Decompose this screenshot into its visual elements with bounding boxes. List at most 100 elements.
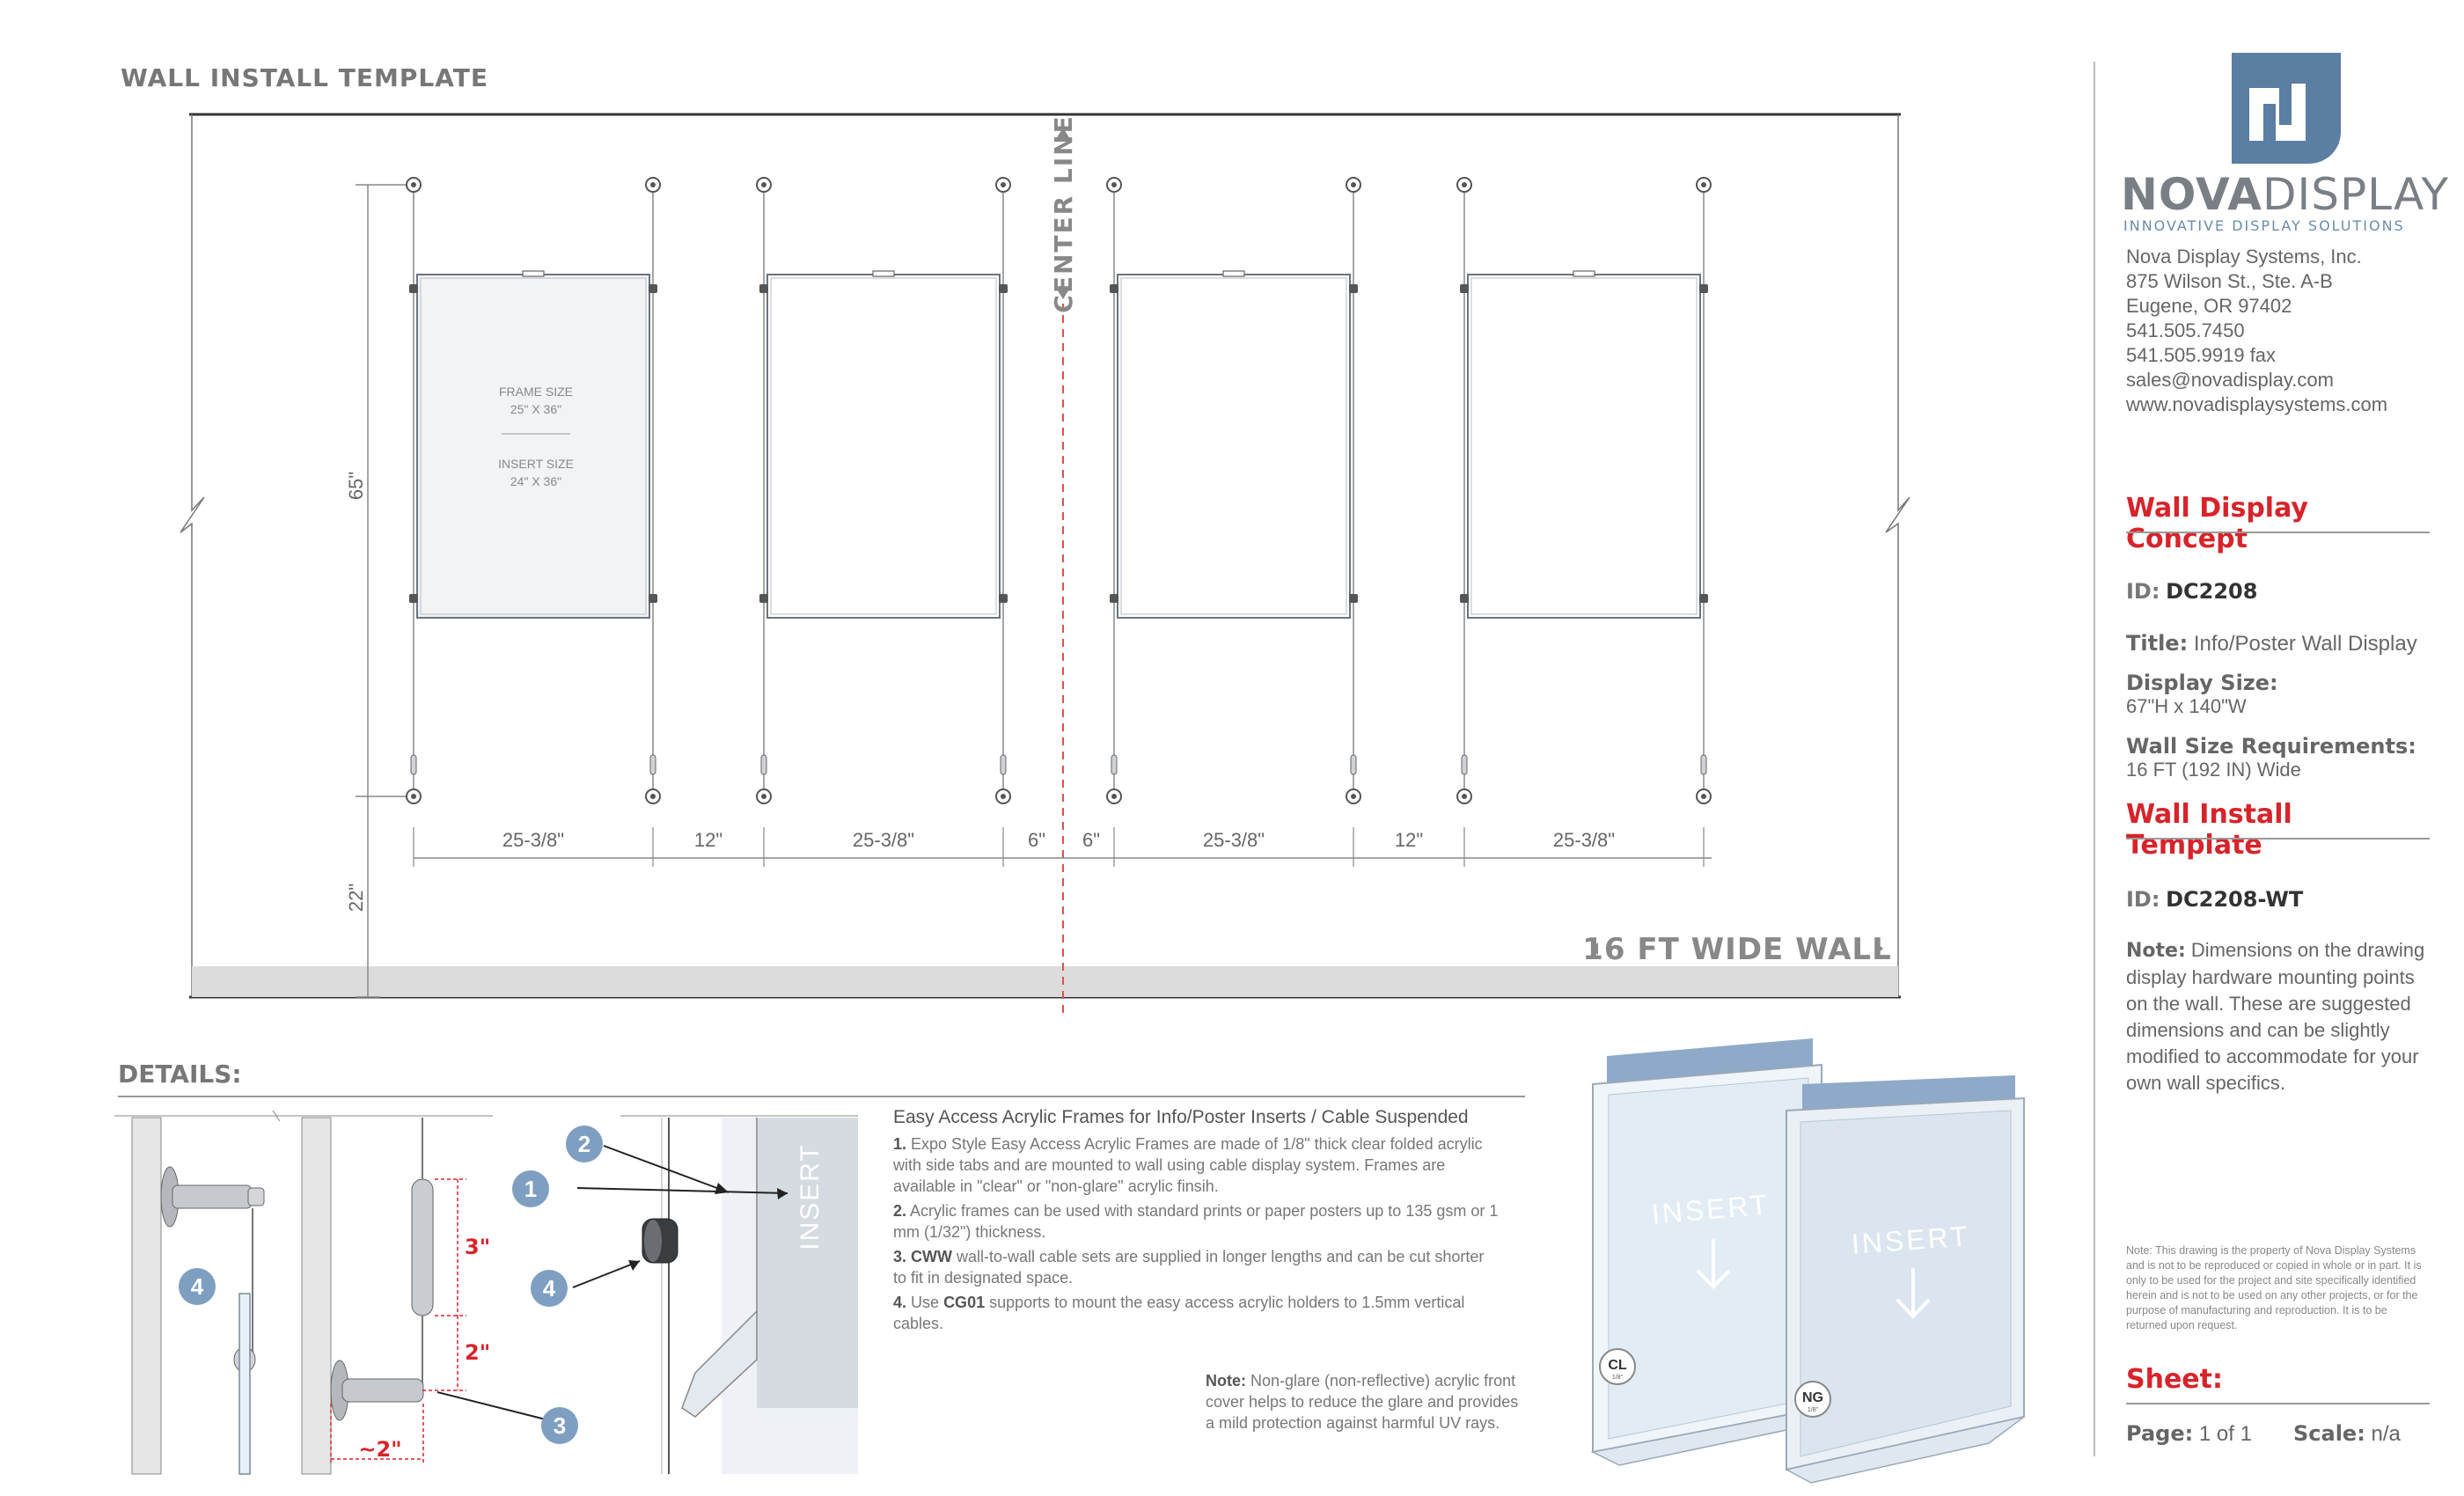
- template-id-row: ID: DC2208-WT: [2126, 887, 2304, 912]
- cl-badge-label: CL: [1608, 1358, 1627, 1373]
- sidebar: Nova Display Systems, Inc.875 Wilson St.…: [2126, 245, 2430, 417]
- height-dim-label: 65": [345, 472, 367, 500]
- spacing-dim-label: 25-3/8": [853, 829, 914, 851]
- cable-gripper: [1461, 754, 1468, 775]
- spacing-dim-label: 12": [694, 829, 722, 851]
- ng-badge-label: NG: [1802, 1390, 1823, 1405]
- cable-gripper: [649, 754, 656, 775]
- spacing-dim-label: 25-3/8": [1203, 829, 1265, 851]
- display-size-row: Display Size: 67"H x 140"W: [2126, 671, 2278, 717]
- template-title: WALL INSTALL TEMPLATE: [121, 63, 488, 92]
- address-line: 875 Wilson St., Ste. A-B: [2126, 270, 2333, 292]
- spacing-dim-label: 6": [1028, 829, 1045, 851]
- detail-standoff-side: [114, 1110, 290, 1475]
- template-id: DC2208-WT: [2166, 887, 2304, 912]
- spacing-dim-label: 25-3/8": [1553, 829, 1615, 851]
- concept-section: Wall Display Concept ID: DC2208 Title: I…: [2126, 493, 2430, 781]
- details-note: Note: Non-glare (non-reflective) acrylic…: [1206, 1372, 1519, 1432]
- details-text: Easy Access Acrylic Frames for Info/Post…: [893, 1107, 1500, 1334]
- nova-logo-icon: [2232, 53, 2341, 164]
- spacing-dim-label: 12": [1395, 829, 1423, 851]
- acrylic-frame: [766, 274, 1001, 619]
- brand-bold: NOVA: [2121, 169, 2262, 220]
- frame-clip: [1349, 594, 1358, 603]
- address-line: Nova Display Systems, Inc.: [2126, 246, 2362, 268]
- frame-clip: [1699, 594, 1708, 603]
- spacing-dimensions: 25-3/8"12"25-3/8"6"6"25-3/8"12"25-3/8": [498, 828, 1619, 853]
- detail-dim-3: 3": [465, 1235, 490, 1259]
- frame-clip: [409, 284, 418, 293]
- template-note: Note: Dimensions on the drawing display …: [2126, 939, 2425, 1094]
- ng-thickness-label: 1/8": [1808, 1407, 1819, 1413]
- acrylic-frame: [1117, 274, 1351, 619]
- cable-gripper: [1350, 754, 1357, 775]
- frame-clip: [409, 594, 418, 603]
- center-line-marker: CENTER LINE: [1049, 114, 1078, 313]
- frame-clip: [1460, 284, 1469, 293]
- wall-width-marker: 16 FT WIDE WALL: [1582, 932, 1891, 967]
- acrylic-frame: [1467, 274, 1701, 619]
- sheet-section: Sheet: Page: 1 of 1 Scale: n/a: [2126, 1364, 2430, 1447]
- frame-size-label: FRAME SIZE: [499, 385, 573, 399]
- details-item-1: 1. Expo Style Easy Access Acrylic Frames…: [893, 1135, 1483, 1195]
- product-frame-nonglare: INSERT NG 1/8": [1784, 1075, 2025, 1484]
- address-line[interactable]: www.novadisplaysystems.com: [2126, 393, 2388, 415]
- wall-req-row: Wall Size Requirements: 16 FT (192 IN) W…: [2126, 734, 2416, 781]
- center-line-label: CENTER LINE: [1049, 114, 1078, 312]
- page-scale-row: Page: 1 of 1 Scale: n/a: [2126, 1421, 2401, 1446]
- height-dimension: [356, 184, 414, 998]
- frame-clip: [759, 284, 768, 293]
- frame-size-value: 25" X 36": [510, 402, 561, 416]
- svg-text:1: 1: [524, 1176, 537, 1202]
- concept-rule: [2126, 532, 2430, 533]
- details-heading: Easy Access Acrylic Frames for Info/Post…: [893, 1107, 1469, 1127]
- detail-insert-label: INSERT: [796, 1143, 825, 1250]
- detail-badges: 4 2 1 4 3: [179, 1126, 603, 1444]
- frame-clip: [999, 594, 1008, 603]
- poster-frame-3: [1106, 177, 1361, 867]
- insert-size-value: 24" X 36": [510, 474, 561, 488]
- poster-frame-4: [1456, 177, 1712, 867]
- address-line[interactable]: sales@novadisplay.com: [2126, 369, 2334, 391]
- frame-clip: [1699, 284, 1708, 293]
- details-item-4: 4. Use CG01 supports to mount the easy a…: [893, 1294, 1465, 1332]
- badge-2: 2: [566, 1126, 603, 1162]
- poster-frame-1: [406, 177, 661, 867]
- cable-gripper: [1000, 754, 1007, 775]
- frame-clip: [1460, 594, 1469, 603]
- frame-clip: [1110, 594, 1118, 603]
- frame-clip: [1110, 284, 1118, 293]
- sheet-heading: Sheet:: [2126, 1364, 2223, 1395]
- badge-4-left: 4: [179, 1268, 216, 1305]
- spacing-dim-label: 25-3/8": [502, 829, 564, 851]
- detail-dim-2: 2": [465, 1340, 490, 1365]
- badge-3: 3: [541, 1407, 578, 1444]
- company-address: Nova Display Systems, Inc.875 Wilson St.…: [2126, 245, 2430, 417]
- detail-frame-corner: INSERT: [572, 1115, 858, 1474]
- frame-clip: [999, 284, 1008, 293]
- acrylic-frame: [416, 274, 650, 619]
- svg-text:4: 4: [543, 1275, 556, 1302]
- concept-heading: Wall Display Concept: [2126, 493, 2308, 554]
- poster-frame-2: [756, 177, 1011, 867]
- frame-clip: [649, 594, 657, 603]
- floor-band: [192, 966, 1898, 997]
- address-line: Eugene, OR 97402: [2126, 295, 2292, 317]
- product-frame-clear: INSERT CL 1/8": [1590, 1038, 1825, 1466]
- details-item-3: 3. CWW wall-to-wall cable sets are suppl…: [893, 1248, 1485, 1287]
- concept-id: DC2208: [2166, 579, 2258, 604]
- cable-gripper: [1700, 754, 1707, 775]
- frame-clip: [649, 284, 657, 293]
- address-line: 541.505.7450: [2126, 319, 2245, 341]
- legal-note: Note: This drawing is the property of No…: [2126, 1244, 2422, 1331]
- detail-cable-gripper: 3" 2" ~2": [290, 1115, 546, 1475]
- frame-clip: [759, 594, 768, 603]
- brand-name: NOVADISPLAY: [2121, 169, 2449, 220]
- svg-text:4: 4: [191, 1273, 204, 1300]
- wall-width-label: 16 FT WIDE WALL: [1582, 932, 1891, 967]
- details-item-2: 2. Acrylic frames can be used with stand…: [893, 1202, 1499, 1241]
- concept-id-row: ID: DC2208: [2126, 579, 2258, 604]
- template-heading: Wall Install Template: [2126, 799, 2292, 861]
- frames-group: [406, 177, 1712, 867]
